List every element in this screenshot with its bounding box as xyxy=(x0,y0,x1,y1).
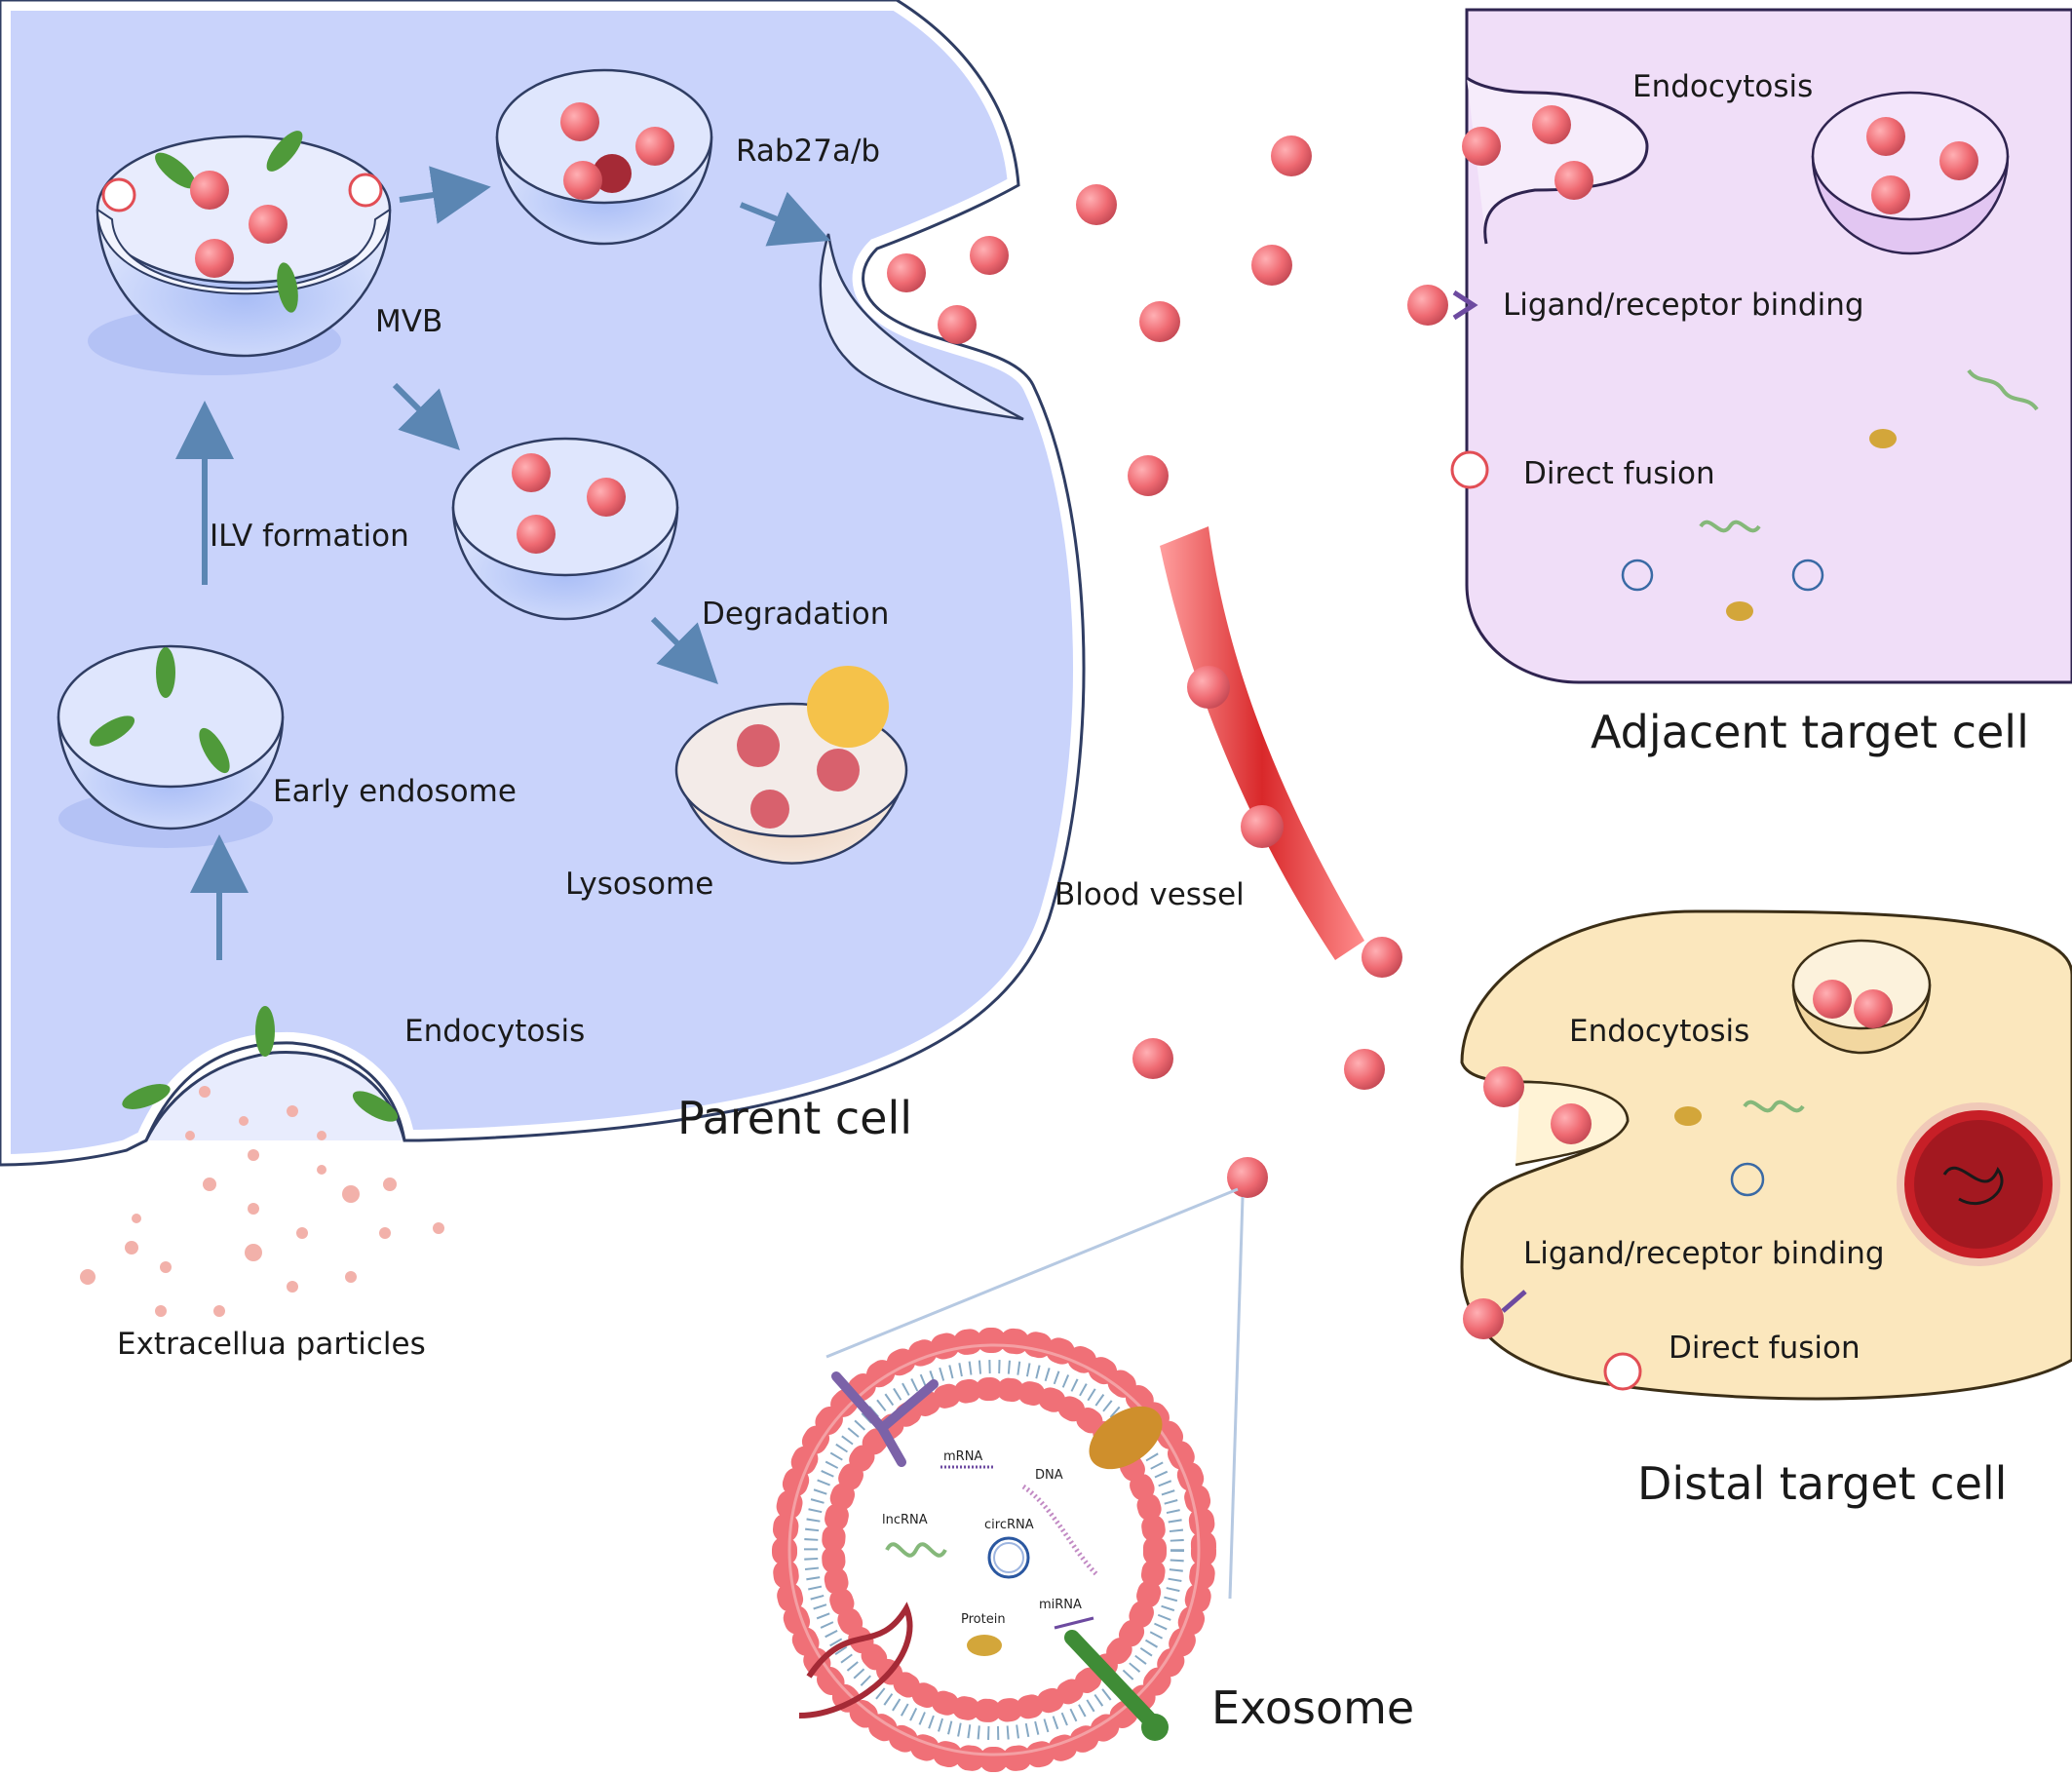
label-endocytosis-parent: Endocytosis xyxy=(404,1014,586,1049)
free-exosomes xyxy=(1076,135,1402,1198)
mvb-vesicle xyxy=(88,131,392,375)
fusion-pocket xyxy=(819,233,1024,421)
cargo-label-protein: Protein xyxy=(961,1612,1006,1627)
label-distal-direct-fusion: Direct fusion xyxy=(1669,1331,1861,1366)
label-adjacent-ligand-receptor: Ligand/receptor binding xyxy=(1503,288,1864,323)
cargo-label-lncrna: lncRNA xyxy=(882,1513,928,1527)
label-rab27: Rab27a/b xyxy=(736,134,881,169)
label-ilv-formation: ILV formation xyxy=(210,519,409,554)
label-degradation: Degradation xyxy=(702,597,890,632)
label-adjacent-endocytosis: Endocytosis xyxy=(1632,69,1814,104)
late-vesicle xyxy=(451,437,679,621)
label-lysosome: Lysosome xyxy=(565,867,714,902)
title-distal-target-cell: Distal target cell xyxy=(1637,1457,2008,1510)
pathway-arrows xyxy=(175,166,831,960)
exosome-detail: mRNA DNA lncRNA circRNA Protein miRNA xyxy=(772,1328,1216,1772)
title-exosome: Exosome xyxy=(1211,1681,1415,1734)
label-blood-vessel: Blood vessel xyxy=(1055,877,1245,912)
title-adjacent-target-cell: Adjacent target cell xyxy=(1591,706,2029,758)
label-distal-endocytosis: Endocytosis xyxy=(1569,1014,1750,1049)
secretory-vesicle xyxy=(495,68,713,246)
cargo-label-mirna: miRNA xyxy=(1039,1598,1082,1612)
label-extracellular-particles: Extracellua particles xyxy=(117,1327,426,1362)
blood-vessel xyxy=(1160,526,1364,960)
label-adjacent-direct-fusion: Direct fusion xyxy=(1523,456,1715,491)
early-endosome xyxy=(57,644,285,848)
cargo-label-circrna: circRNA xyxy=(984,1518,1034,1532)
label-early-endosome: Early endosome xyxy=(273,774,517,809)
title-parent-cell: Parent cell xyxy=(677,1092,913,1144)
cargo-label-dna: DNA xyxy=(1035,1468,1063,1483)
cargo-label-mrna: mRNA xyxy=(943,1449,982,1464)
label-mvb: MVB xyxy=(375,304,443,339)
lysosome xyxy=(674,666,908,865)
extracellular-particle-cloud xyxy=(80,1086,444,1317)
label-distal-ligand-receptor: Ligand/receptor binding xyxy=(1523,1236,1885,1271)
adjacent-target-cell xyxy=(1407,8,2072,684)
distal-target-cell xyxy=(1460,909,2072,1401)
